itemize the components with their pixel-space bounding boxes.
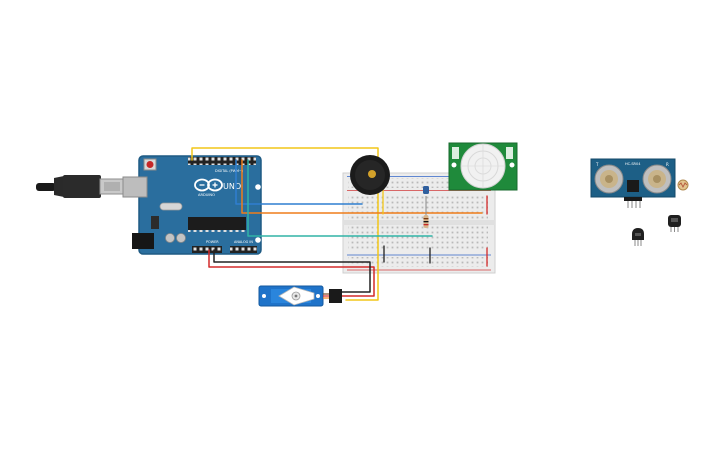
atmega-chip <box>188 217 246 230</box>
arduino-model-label: UNO <box>223 182 241 191</box>
digital-header-pins[interactable] <box>188 157 256 165</box>
transistor[interactable] <box>668 215 681 232</box>
digital-label: DIGITAL (PWM~) <box>215 169 244 173</box>
analog-label: ANALOG IN <box>234 240 253 244</box>
center-channel <box>343 220 495 225</box>
atmega-chip-pins-top <box>188 215 246 217</box>
transducer-left-label: T <box>595 162 599 167</box>
ultrasonic-sensor[interactable]: HC-SR04 T R <box>590 158 676 208</box>
terminal-strip-top[interactable] <box>348 194 488 219</box>
wire-yellow[interactable] <box>191 147 379 301</box>
crystal <box>627 180 639 192</box>
terminal-strip-bottom[interactable] <box>348 226 488 251</box>
reset-button-cap[interactable] <box>146 161 154 168</box>
ultrasonic-module-label: HC-SR04 <box>625 162 641 166</box>
pin-header[interactable] <box>624 197 642 201</box>
mounting-hole <box>255 184 261 190</box>
voltage-regulator <box>151 216 159 229</box>
temperature-sensor[interactable] <box>632 228 644 246</box>
bottom-power-rail[interactable] <box>348 257 488 267</box>
wire-orange[interactable] <box>241 159 483 214</box>
arduino-uno-board[interactable]: DIGITAL (PWM~) ARDUINO UNO POWER ANALOG … <box>122 155 262 255</box>
mounting-hole <box>255 237 261 243</box>
usb-jack <box>122 176 148 198</box>
wire-teal[interactable] <box>247 159 433 237</box>
mounting-hole <box>451 162 457 168</box>
top-power-rail[interactable] <box>348 178 488 188</box>
wire-red[interactable] <box>208 249 375 297</box>
pir-motion-sensor[interactable] <box>448 142 518 191</box>
servo-motor[interactable] <box>258 285 342 307</box>
usb-cable[interactable] <box>36 175 125 198</box>
arduino-brand-label: ARDUINO <box>198 193 215 197</box>
wire-blue[interactable] <box>235 159 363 205</box>
power-header-pins[interactable] <box>192 246 222 253</box>
capacitor-2 <box>176 233 186 243</box>
crystal-oscillator <box>159 202 183 211</box>
small-capacitor[interactable] <box>423 186 429 194</box>
pir-label-right <box>506 147 513 159</box>
resistor[interactable] <box>423 196 429 228</box>
arduino-logo-icon <box>194 178 223 192</box>
wires[interactable] <box>191 147 488 301</box>
photoresistor[interactable] <box>677 179 689 191</box>
power-label: POWER <box>206 240 219 244</box>
transducer-right-label: R <box>666 162 669 167</box>
pir-label-left <box>452 147 459 159</box>
atmega-chip-pins-bottom <box>188 230 246 232</box>
wire-black[interactable] <box>213 249 371 293</box>
servo-connector[interactable] <box>329 289 342 303</box>
piezo-buzzer[interactable] <box>350 155 390 195</box>
capacitor-1 <box>165 233 175 243</box>
mounting-hole <box>509 162 515 168</box>
power-jack <box>132 233 154 249</box>
analog-header-pins[interactable] <box>230 246 257 253</box>
